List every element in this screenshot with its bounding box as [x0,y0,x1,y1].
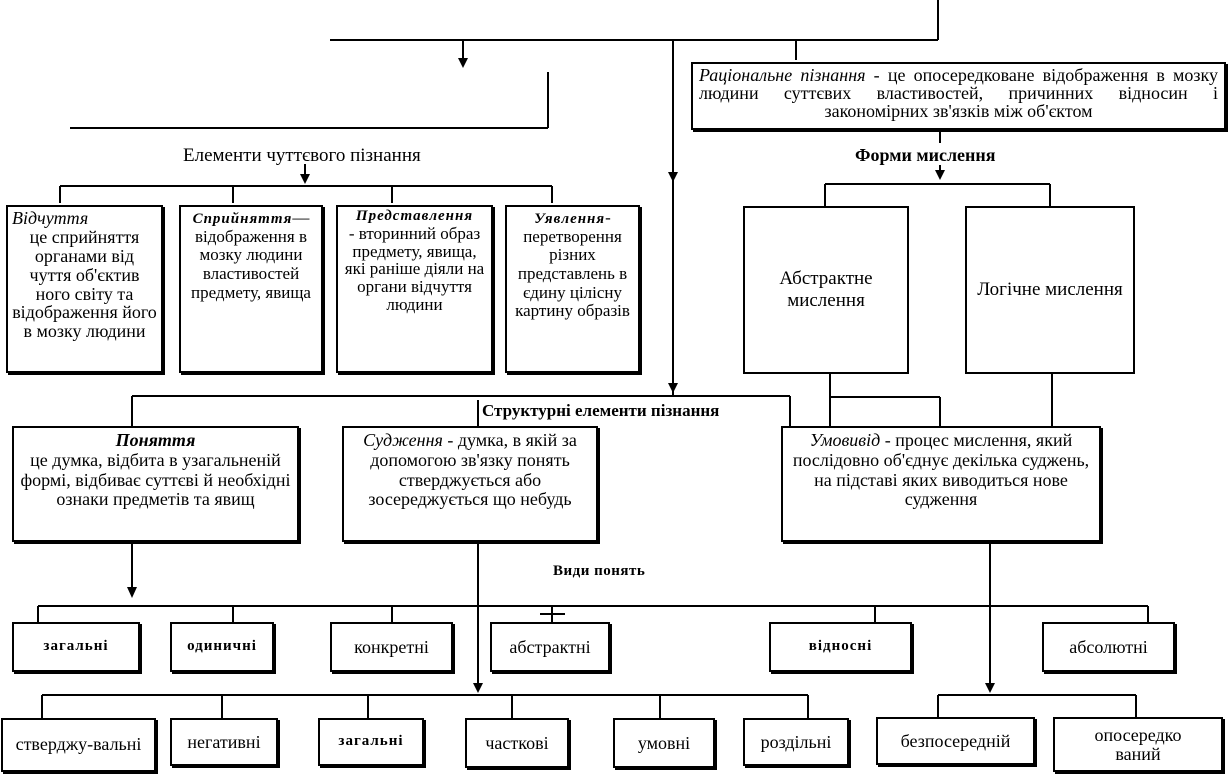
perception-box: Сприйняття—відображення в мозку людини в… [179,205,323,373]
concept-type-general-label: загальні [43,638,109,655]
concept-type-relative: відносні [769,622,912,672]
judgment-type-conditional-label: умовні [637,732,691,753]
concept-type-singular: одиничні [170,622,274,672]
perception-title: Сприйняття [192,211,293,227]
judgment-type-negative-label: негативні [187,731,261,752]
judgment-text: - думка, в якій за допомогою зв'язку пон… [368,430,577,510]
judgment-type-conditional: умовні [613,718,715,768]
concept-type-general: загальні [12,622,140,672]
imagination-title: Уявлення [534,211,606,227]
logical-thinking-label: Логічне мислення [977,279,1123,301]
judgment-box: Судження - думка, в якій за допомогою зв… [342,426,598,542]
structural-elements-header: Структурні елементи пізнання [480,401,722,421]
sensation-text: це сприйняття органами від чуття об'єкти… [12,226,157,342]
rational-cognition-text: - це опосередковане відображення в мозку… [699,65,1218,121]
judgment-type-general: загальні [318,718,424,766]
sensation-box: Відчуття це сприйняття органами від чутт… [6,205,163,373]
sensory-elements-header: Елементи чуттєвого пізнання [183,145,421,166]
judgment-type-negative: негативні [170,718,278,766]
concept-type-singular-label: одиничні [187,638,257,655]
judgment-type-particular: часткові [465,718,569,768]
imagination-text: - перетворення різних представлень в єди… [515,208,630,321]
judgment-type-particular-label: часткові [485,732,549,753]
inference-type-direct-label: безпосередній [900,730,1011,751]
concept-type-absolute: абсолютні [1042,622,1175,672]
concept-box: Поняття це думка, відбита в узагальненій… [12,426,299,542]
rational-cognition-title: Раціональне пізнання [699,65,866,85]
rational-cognition-box: Раціональне пізнання - це опосередковане… [691,62,1226,130]
concept-type-absolute-label: абсолютні [1069,636,1148,657]
concept-type-abstract-label: абстрактні [509,636,591,657]
concept-text: це думка, відбита в узагальненій формі, … [20,449,291,510]
logical-thinking-box: Логічне мислення [965,206,1135,374]
concept-type-concrete: конкретні [330,622,453,672]
judgment-title: Судження [363,430,443,450]
thinking-forms-header: Форми мислення [855,145,996,165]
sensation-title: Відчуття [12,208,89,228]
concept-title: Поняття [115,430,196,450]
abstract-thinking-label: Абстрактне мислення [779,268,873,311]
representation-box: Представлення - вторинний образ предмету… [336,205,493,373]
inference-box: Умовивід - процес мислення, який послідо… [781,426,1101,542]
judgment-type-disjunctive: роздільні [743,718,849,766]
imagination-box: Уявлення- перетворення різних представле… [505,205,640,373]
inference-type-mediated-label: опосередко ваний [1094,724,1182,764]
judgment-type-disjunctive-label: роздільні [760,731,832,752]
representation-title: Представлення [355,208,474,224]
judgment-type-affirmative: стверджу-вальні [1,718,156,772]
concept-type-concrete-label: конкретні [354,636,429,657]
representation-text: - вторинний образ предмету, явища, які р… [344,223,485,315]
inference-text: - процес мислення, який послідовно об'єд… [792,430,1090,510]
concept-type-abstract: абстрактні [490,622,610,672]
concept-type-relative-label: відносні [808,638,873,655]
inference-type-mediated: опосередко ваний [1053,717,1223,772]
inference-type-direct: безпосередній [876,717,1035,765]
abstract-thinking-box: Абстрактне мислення [743,206,909,374]
concept-types-header: Види понять [553,563,646,579]
inference-title: Умовивід [809,430,881,450]
perception-text: —відображення в мозку людини властивосте… [191,208,311,302]
judgment-type-general-label: загальні [338,733,404,750]
judgment-type-affirmative-label: стверджу-вальні [15,734,142,755]
